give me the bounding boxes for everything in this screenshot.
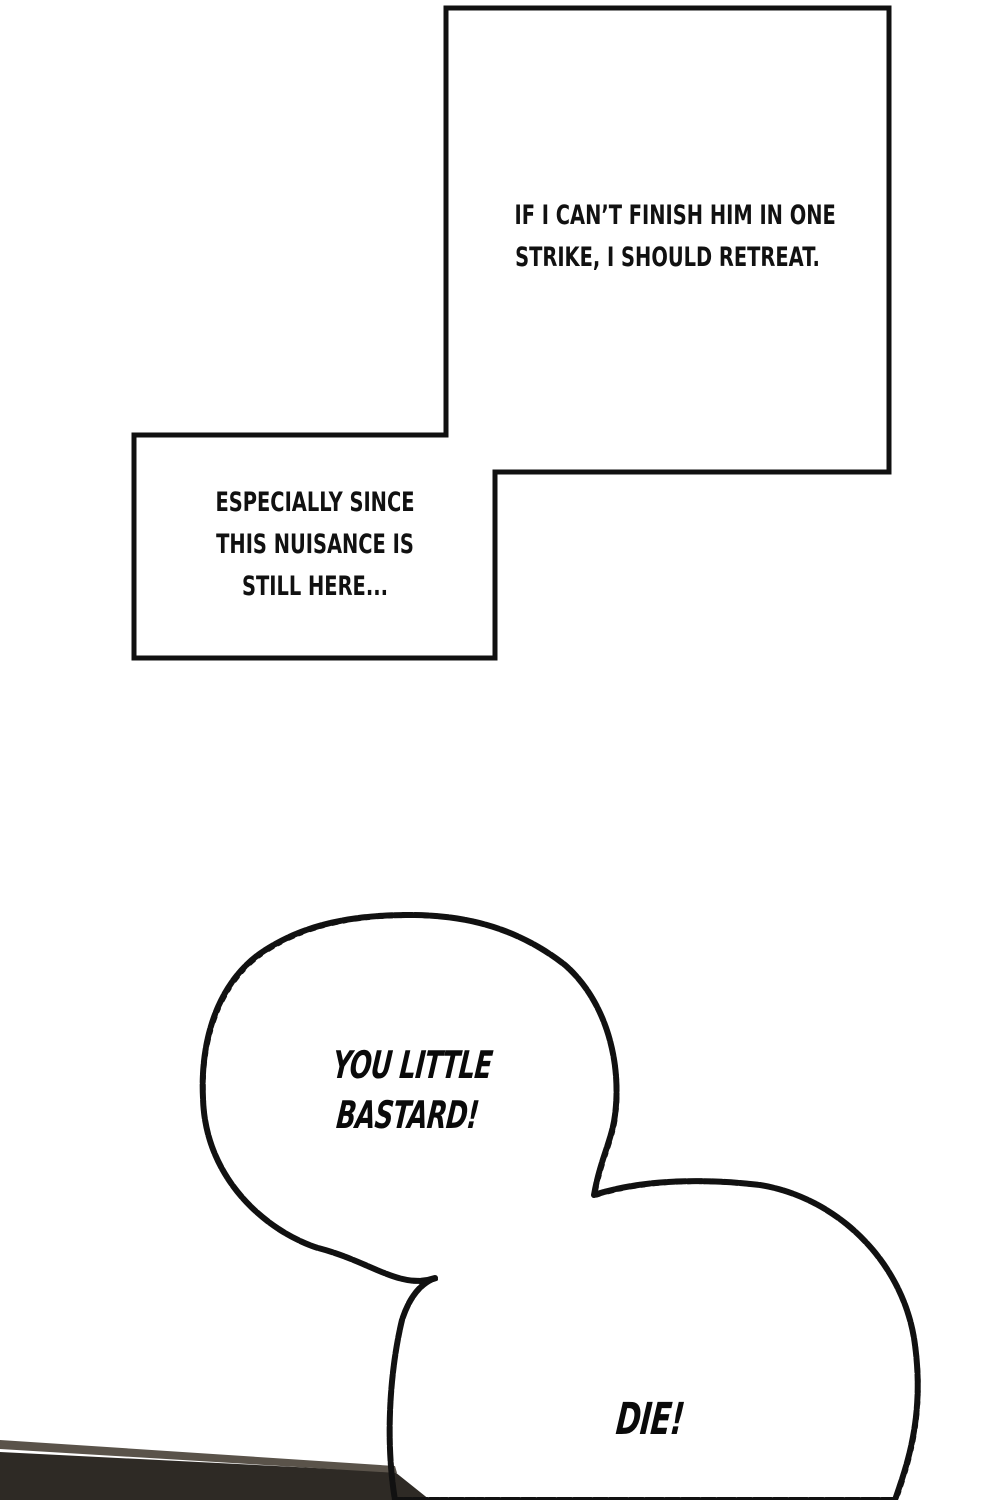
dark-object-highlight bbox=[0, 1440, 397, 1473]
caption-bottom-line-2: THIS NUISANCE IS bbox=[216, 529, 414, 560]
shout-bubble-fill bbox=[206, 915, 917, 1500]
shout-lower: DIE! bbox=[600, 1394, 700, 1445]
caption-bottom-line-1: ESPECIALLY SINCE bbox=[215, 487, 415, 518]
shout-upper: YOU LITTLE BASTARD! bbox=[324, 1040, 497, 1140]
shout-bubble-outline-texture bbox=[202, 914, 921, 1500]
caption-top-line-2: STRIKE, I SHOULD RETREAT. bbox=[515, 242, 820, 273]
dark-object bbox=[0, 1452, 430, 1500]
caption-top-line-1: IF I CAN’T FINISH HIM IN ONE bbox=[514, 200, 836, 231]
caption-bottom: ESPECIALLY SINCE THIS NUISANCE IS STILL … bbox=[193, 482, 438, 608]
shout-bubble-outline bbox=[199, 912, 921, 1500]
caption-top: IF I CAN’T FINISH HIM IN ONE STRIKE, I S… bbox=[514, 195, 836, 279]
narration-box-outline bbox=[131, 5, 892, 661]
shout-upper-line-2: BASTARD! bbox=[334, 1093, 481, 1137]
shout-upper-line-1: YOU LITTLE bbox=[330, 1043, 494, 1087]
caption-bottom-line-3: STILL HERE... bbox=[241, 571, 388, 602]
shout-lower-line-1: DIE! bbox=[613, 1394, 687, 1445]
